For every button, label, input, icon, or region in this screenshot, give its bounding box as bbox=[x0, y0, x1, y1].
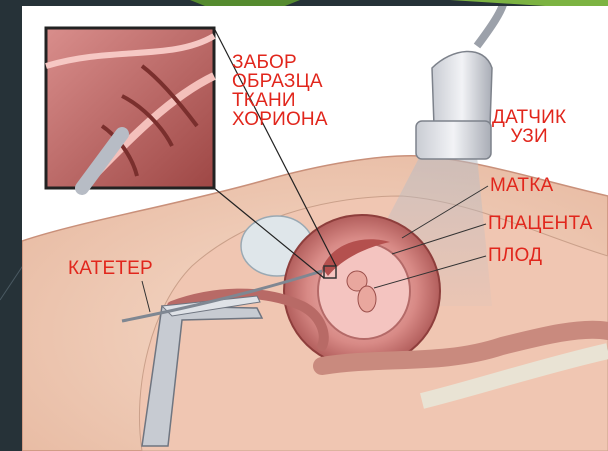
label-ultrasound-probe: ДАТЧИК УЗИ bbox=[492, 108, 566, 146]
fetus-body bbox=[358, 286, 376, 312]
illustration-panel: ЗАБОР ОБРАЗЦА ТКАНИ ХОРИОНА ДАТЧИК УЗИ М… bbox=[22, 6, 608, 451]
label-sample-line3: ТКАНИ bbox=[232, 91, 392, 110]
label-catheter: КАТЕТЕР bbox=[68, 259, 153, 278]
magnified-inset bbox=[46, 28, 214, 188]
ultrasound-probe bbox=[432, 51, 492, 126]
label-sample-line1: ЗАБОР bbox=[232, 53, 392, 72]
label-probe-line1: ДАТЧИК bbox=[492, 108, 566, 127]
label-fetus: ПЛОД bbox=[488, 246, 542, 265]
probe-head bbox=[416, 121, 491, 159]
label-placenta: ПЛАЦЕНТА bbox=[488, 214, 593, 233]
label-uterus: МАТКА bbox=[490, 176, 553, 195]
label-probe-line2: УЗИ bbox=[492, 127, 566, 146]
label-chorionic-sample: ЗАБОР ОБРАЗЦА ТКАНИ ХОРИОНА bbox=[232, 53, 392, 129]
label-sample-line2: ОБРАЗЦА bbox=[232, 72, 392, 91]
probe-cable bbox=[477, 6, 504, 46]
label-sample-line4: ХОРИОНА bbox=[232, 110, 392, 129]
